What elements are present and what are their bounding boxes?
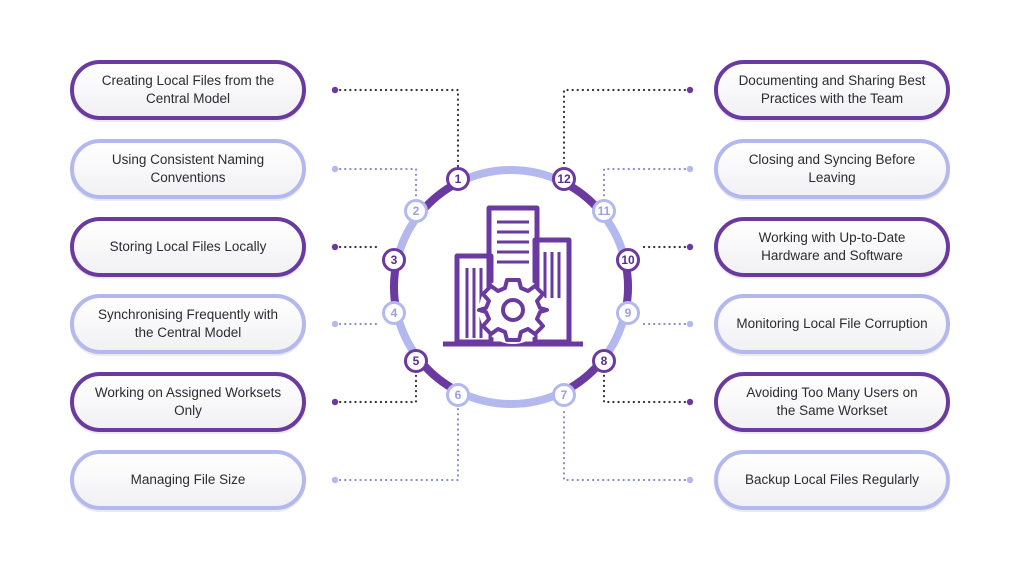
item-text-9: Monitoring Local File Corruption (736, 316, 928, 331)
item-pill-11: Closing and Syncing Before Leaving (714, 139, 950, 199)
item-pill-8: Avoiding Too Many Users on the Same Work… (714, 372, 950, 432)
item-text-5: Working on Assigned Worksets Only (94, 385, 282, 418)
ring-arc-6 (455, 388, 567, 408)
dotted-connector-11 (602, 372, 692, 404)
connector-end-dot-11 (686, 398, 694, 406)
number-badge-7: 7 (552, 383, 576, 407)
item-pill-6: Managing File Size (70, 450, 306, 510)
number-badge-9: 9 (616, 301, 640, 325)
connector-end-dot-2 (331, 165, 339, 173)
number-badge-5: 5 (404, 349, 428, 373)
item-pill-12: Documenting and Sharing Best Practices w… (714, 60, 950, 120)
item-pill-3: Storing Local Files Locally (70, 217, 306, 277)
connector-end-dot-10 (686, 320, 694, 328)
connector-end-dot-5 (331, 398, 339, 406)
dotted-connector-7 (562, 88, 692, 168)
item-text-2: Using Consistent Naming Conventions (111, 152, 265, 185)
dotted-connector-5 (333, 372, 418, 404)
number-badge-10: 10 (616, 248, 640, 272)
item-text-10: Working with Up-to-Date Hardware and Sof… (758, 230, 906, 263)
item-text-7: Backup Local Files Regularly (744, 472, 920, 487)
ring-arc-12 (455, 166, 567, 186)
dotted-connector-1 (333, 88, 460, 168)
dotted-connector-2 (333, 167, 418, 200)
dotted-connector-12 (562, 406, 692, 482)
item-text-6: Managing File Size (130, 472, 246, 487)
dotted-connector-6 (333, 406, 460, 482)
connector-end-dot-1 (331, 86, 339, 94)
item-pill-4: Synchronising Frequently with the Centra… (70, 294, 306, 354)
item-text-12: Documenting and Sharing Best Practices w… (738, 73, 926, 106)
number-badge-1: 1 (446, 167, 470, 191)
connector-end-dot-7 (686, 86, 694, 94)
item-pill-9: Monitoring Local File Corruption (714, 294, 950, 354)
item-text-8: Avoiding Too Many Users on the Same Work… (746, 385, 918, 418)
item-pill-1: Creating Local Files from the Central Mo… (70, 60, 306, 120)
item-pill-10: Working with Up-to-Date Hardware and Sof… (714, 217, 950, 277)
item-pill-7: Backup Local Files Regularly (714, 450, 950, 510)
item-text-11: Closing and Syncing Before Leaving (748, 152, 916, 185)
dotted-connector-8 (602, 167, 692, 200)
connector-end-dot-12 (686, 476, 694, 484)
item-text-1: Creating Local Files from the Central Mo… (101, 73, 275, 106)
item-pill-2: Using Consistent Naming Conventions (70, 139, 306, 199)
number-badge-12: 12 (552, 167, 576, 191)
connector-end-dot-3 (331, 243, 339, 251)
connector-end-dot-8 (686, 165, 694, 173)
number-badge-3: 3 (382, 248, 406, 272)
number-badge-6: 6 (446, 383, 470, 407)
connector-end-dot-6 (331, 476, 339, 484)
number-badge-11: 11 (592, 199, 616, 223)
item-text-3: Storing Local Files Locally (109, 239, 267, 254)
connector-end-dot-4 (331, 320, 339, 328)
building-gear-icon (443, 205, 583, 347)
number-badge-2: 2 (404, 199, 428, 223)
item-text-4: Synchronising Frequently with the Centra… (97, 307, 279, 340)
number-badge-8: 8 (592, 349, 616, 373)
number-badge-4: 4 (382, 301, 406, 325)
item-pill-5: Working on Assigned Worksets Only (70, 372, 306, 432)
connector-end-dot-9 (686, 243, 694, 251)
